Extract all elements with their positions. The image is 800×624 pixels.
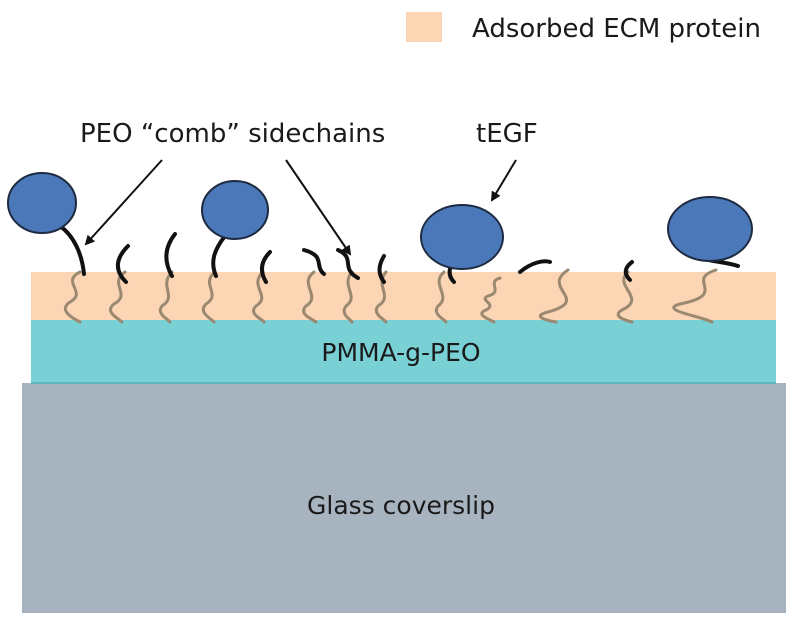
sidechain-8	[377, 254, 386, 284]
tegf-protein-icon	[201, 180, 269, 240]
glass-coverslip-layer: Glass coverslip	[22, 383, 786, 613]
pmma-g-peo-label: PMMA-g-PEO	[321, 338, 480, 367]
sidechain-4	[211, 234, 227, 278]
tegf-label: tEGF	[476, 119, 538, 149]
sidechain-1	[58, 224, 86, 276]
sidechain-3	[164, 232, 177, 278]
tegf-protein-icon	[7, 172, 77, 234]
legend: Adsorbed ECM protein	[406, 12, 761, 44]
legend-swatch	[406, 12, 442, 42]
sidechain-2	[116, 244, 130, 284]
sidechain-10	[518, 259, 552, 274]
tegf-proteins	[7, 172, 753, 270]
legend-label: Adsorbed ECM protein	[472, 14, 761, 44]
pointer-arrow-icon	[84, 159, 163, 246]
tegf-protein-icon	[420, 204, 504, 270]
sidechain-11	[623, 260, 634, 282]
pointer-arrow-icon	[490, 159, 517, 202]
annotation-arrows	[84, 159, 517, 256]
tegf-protein-icon	[667, 196, 753, 262]
glass-coverslip-label: Glass coverslip	[307, 491, 495, 520]
pointer-arrow-icon	[285, 159, 352, 256]
pmma-g-peo-layer: PMMA-g-PEO	[31, 320, 776, 384]
sidechain-6	[302, 248, 326, 276]
adsorbed-ecm-protein-layer	[31, 272, 776, 320]
sidechain-5	[259, 250, 272, 284]
embedded-sidechains	[63, 268, 718, 324]
peo-sidechains-label: PEO “comb” sidechains	[80, 119, 385, 149]
